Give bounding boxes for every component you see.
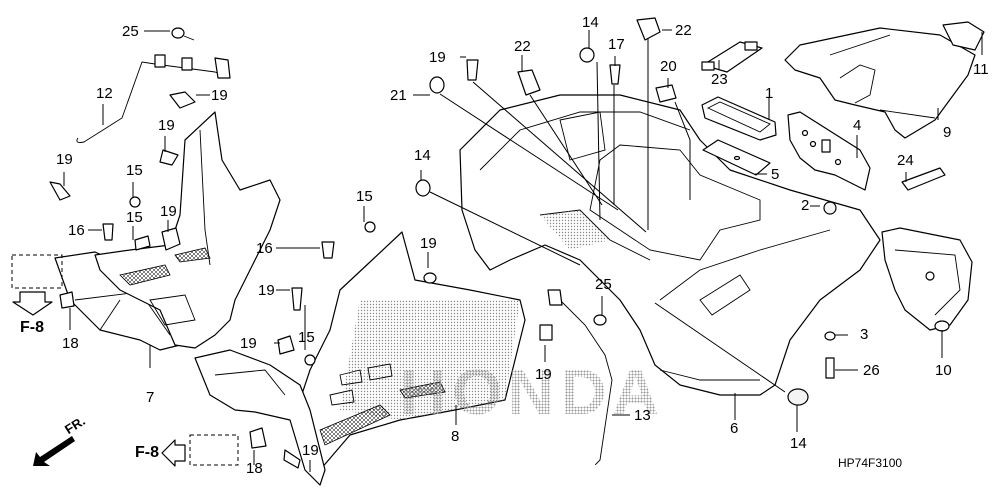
callout-10: 10 — [935, 362, 952, 379]
left-inner-panel — [94, 111, 281, 349]
pad-part-5 — [702, 139, 771, 176]
callout-9: 9 — [943, 124, 952, 141]
callout-22: 22 — [675, 22, 692, 39]
leader-lines — [63, 29, 983, 472]
callout-3: 3 — [860, 326, 869, 343]
callout-19: 19 — [158, 117, 175, 134]
center-step-panel-part-8 — [299, 231, 526, 471]
tail-light-part-10 — [881, 227, 973, 332]
front-direction-arrow — [33, 436, 75, 466]
callout-21: 21 — [390, 87, 407, 104]
callout-19: 19 — [160, 203, 177, 220]
callout-17: 17 — [608, 36, 625, 53]
callout-8: 8 — [451, 428, 460, 445]
callout-15: 15 — [126, 209, 143, 226]
callout-2: 2 — [801, 197, 810, 214]
callout-23: 23 — [711, 71, 728, 88]
callout-25: 25 — [122, 23, 139, 40]
callout-4: 4 — [853, 117, 862, 134]
callout-19: 19 — [258, 282, 275, 299]
top-cover-part-9 — [784, 27, 976, 139]
callout-24: 24 — [897, 152, 914, 169]
honda-watermark: HONDA — [400, 356, 665, 428]
fasteners — [49, 17, 985, 469]
callout-1: 1 — [765, 85, 774, 102]
callout-19: 19 — [535, 366, 552, 383]
callout-14: 14 — [414, 147, 431, 164]
callout-19: 19 — [240, 335, 257, 352]
reference-f8-left: F-8 — [20, 319, 44, 336]
callout-26: 26 — [863, 362, 880, 379]
callout-14: 14 — [790, 435, 807, 452]
callout-7: 7 — [146, 389, 155, 406]
rear-fender-part-6 — [459, 94, 881, 396]
stay-part-12 — [76, 54, 231, 143]
callout-6: 6 — [730, 420, 739, 437]
callout-15: 15 — [126, 162, 143, 179]
callout-16: 16 — [256, 240, 273, 257]
left-lower-flap — [194, 349, 326, 486]
callout-14: 14 — [582, 14, 599, 31]
bracket-part-4 — [787, 111, 871, 191]
callout-19: 19 — [56, 151, 73, 168]
tray-part-1 — [701, 96, 777, 141]
callout-11: 11 — [973, 61, 989, 78]
f8-reference-boxes — [11, 254, 239, 467]
callout-19: 19 — [211, 87, 228, 104]
callout-12: 12 — [96, 85, 113, 102]
callout-19: 19 — [302, 442, 319, 459]
drawing-code: HP74F3100 — [838, 456, 903, 470]
callout-25: 25 — [595, 276, 612, 293]
callout-19: 19 — [429, 49, 446, 66]
reference-f8-bottom: F-8 — [135, 444, 159, 461]
callout-18: 18 — [62, 335, 79, 352]
callout-22: 22 — [514, 38, 531, 55]
strap-part-23 — [701, 41, 763, 73]
stay-part-13 — [547, 289, 613, 465]
callout-15: 15 — [298, 329, 315, 346]
callout-13: 13 — [634, 407, 651, 424]
strap-part-24 — [901, 167, 946, 191]
callout-18: 18 — [246, 460, 263, 477]
callout-15: 15 — [356, 188, 373, 205]
callout-16: 16 — [68, 222, 85, 239]
callout-5: 5 — [771, 166, 780, 183]
callout-19: 19 — [420, 235, 437, 252]
callout-20: 20 — [660, 58, 677, 75]
